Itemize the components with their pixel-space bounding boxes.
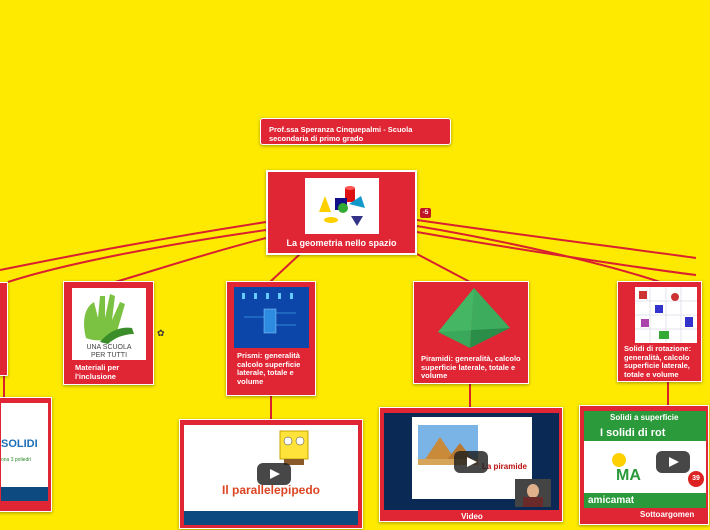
link-rotazione [416,225,661,283]
logo-line1: UNA SCUOLA [86,344,132,351]
prism-drawing [242,293,296,334]
play-icon[interactable] [656,451,690,473]
piramidi-video-thumb[interactable]: La piramide [384,413,559,510]
rotazione-video-brand: amicamat [584,493,706,508]
rotazione-video-line2: I solidi di rot [584,425,706,441]
link-left-b [7,229,267,283]
solids-illustration [319,186,365,226]
central-topic[interactable]: La geometria nello spazio [266,170,417,255]
prismi-video-node[interactable]: Il parallelepipedo [179,419,363,529]
rotazione-video-footer: Sottoargomen [640,510,695,519]
left-video-node[interactable]: SOLIDI ona 3 poliedri [0,397,52,512]
rotazione-video-badge: 39 [688,471,704,487]
rotazione-video-line1: Solidi a superficie [584,411,706,425]
piramidi-video-title: Video [461,512,483,521]
central-title: La geometria nello spazio [286,238,397,248]
piramidi-video-node[interactable]: La piramide Video [379,407,563,522]
left-partial-node[interactable] [0,282,8,376]
link-right-c [416,231,697,276]
link-left-a [0,221,267,271]
solids-image [305,178,379,234]
rotazione-video-thumb[interactable]: Solidi a superficie I solidi di rot MA a… [584,411,706,508]
prismi-video-thumb[interactable]: Il parallelepipedo [184,425,358,525]
materiali-label: Materiali per l'inclusione [75,363,120,381]
piramidi-node[interactable]: Piramidi: generalità, calcolo superficie… [413,281,529,384]
materiali-node[interactable]: UNA SCUOLA PER TUTTI Materiali per l'inc… [63,281,154,385]
author-note-text: Prof.ssa Speranza Cinquepalmi - Scuola s… [269,125,413,143]
link-piramidi [416,253,471,283]
left-video-sub: ona 3 poliedri [1,457,32,463]
piramidi-label: Piramidi: generalità, calcolo superficie… [421,354,521,380]
play-icon[interactable] [454,451,488,473]
piramidi-video-caption: La piramide [482,462,527,471]
link-prismi [269,253,301,283]
spongebob-figure [184,430,358,525]
left-video-thumb[interactable]: SOLIDI ona 3 poliedri [1,403,48,501]
rotazione-label: Solidi di rotazione: generalità, calcolo… [624,344,692,379]
left-video-title: SOLIDI [1,438,38,450]
amica-logo: MA [612,447,652,484]
rotation-diagram [635,287,697,343]
left-video-bar [1,487,48,501]
prismi-video-title: Il parallelepipedo [221,483,321,497]
play-icon[interactable] [257,463,291,485]
rotazione-node[interactable]: Solidi di rotazione: generalità, calcolo… [617,281,702,382]
presenter-avatar [515,479,551,507]
collapse-badge-icon[interactable]: -5 [420,208,431,218]
connectors [0,219,697,420]
prism-diagram [234,287,309,348]
sparkle-icon: ✿ [157,328,165,338]
rotation-grid [635,287,697,343]
prismi-node[interactable]: Prismi: generalità calcolo superficie la… [226,281,316,396]
hands-icon [84,294,134,344]
rotazione-video-node[interactable]: Solidi a superficie I solidi di rot MA a… [579,405,709,525]
prismi-label: Prismi: generalità calcolo superficie la… [237,351,301,386]
pyramid-drawing [438,288,510,348]
author-note[interactable]: Prof.ssa Speranza Cinquepalmi - Scuola s… [260,118,451,145]
scuola-per-tutti-logo: UNA SCUOLA PER TUTTI [72,288,146,360]
logo-line2: PER TUTTI [90,352,128,359]
link-materiali [114,237,267,283]
link-right-b [416,219,697,259]
